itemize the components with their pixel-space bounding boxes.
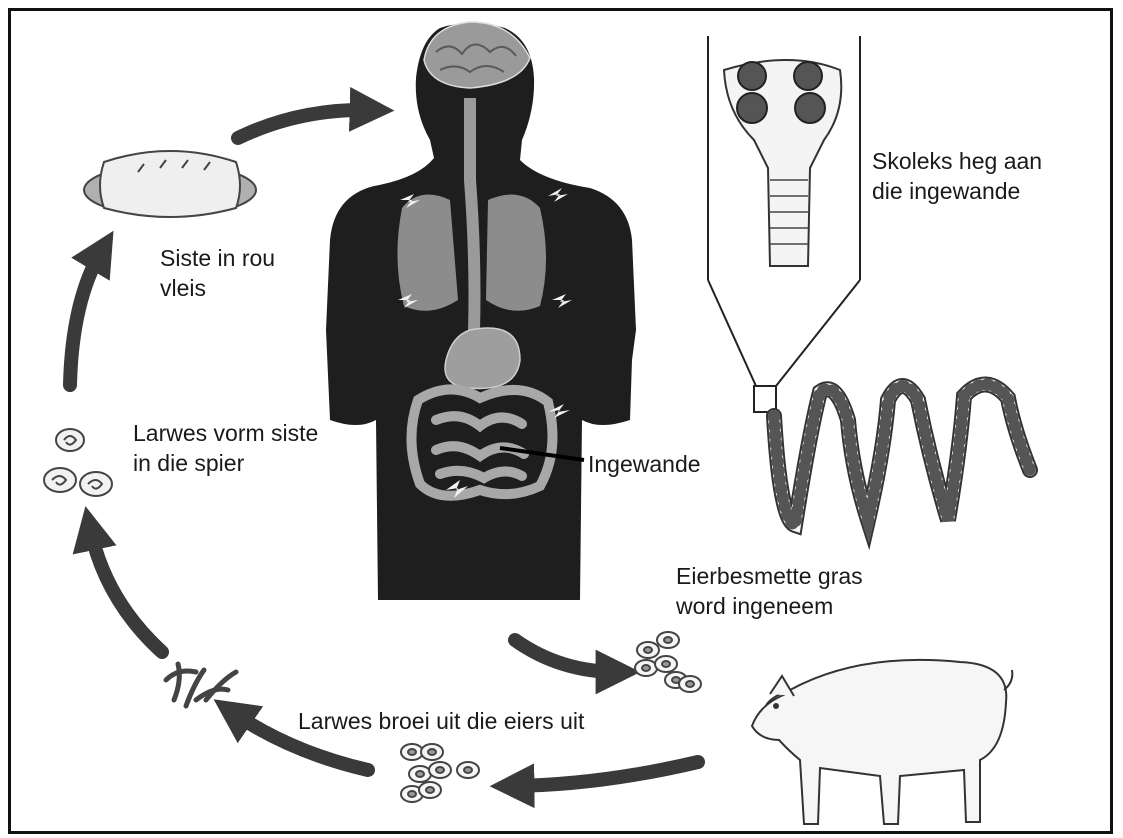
sausage-meat-icon	[84, 151, 256, 217]
cysts-in-meat-label: Siste in rou vleis	[160, 243, 275, 304]
muscle-cyst-icon	[44, 429, 112, 496]
egg-icon	[635, 632, 701, 692]
arrow-cysts-to-meat	[70, 250, 102, 385]
larvae-hatch-label: Larwes broei uit die eiers uit	[298, 706, 584, 736]
scolex-label: Skoleks heg aan die ingewande	[872, 146, 1042, 207]
arrow-pig-to-eggs	[512, 762, 698, 786]
arrow-meat-to-human	[238, 110, 372, 138]
pig-icon	[752, 660, 1012, 824]
eggs-on-grass-label: Eierbesmette gras word ingeneem	[676, 561, 863, 622]
egg-icon	[401, 744, 479, 802]
hatched-larvae-icon	[166, 664, 236, 706]
intestine-label: Ingewande	[588, 449, 701, 479]
arrow-larvae-to-cysts	[90, 528, 162, 652]
tapeworm-strobila-icon	[774, 384, 1030, 525]
tapeworm-scolex-icon	[708, 36, 860, 412]
arrow-human-to-eggs	[515, 640, 618, 672]
larvae-form-cysts-label: Larwes vorm siste in die spier	[133, 418, 318, 479]
